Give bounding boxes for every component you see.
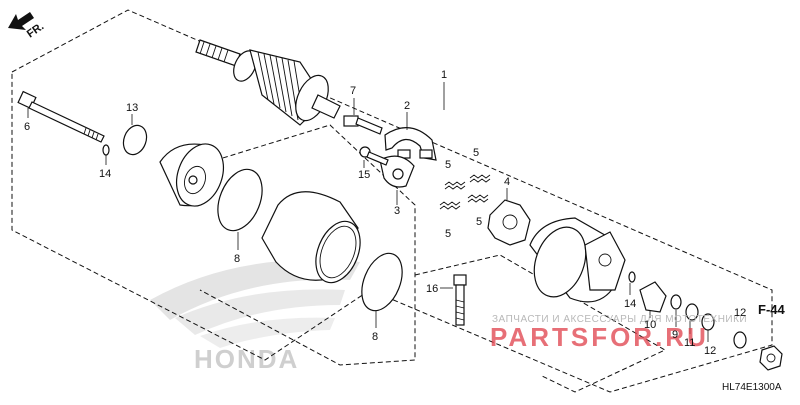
- honda-text-watermark: HONDA: [194, 344, 299, 374]
- callout-6: 6: [24, 121, 30, 133]
- callout-15: 15: [358, 169, 370, 181]
- washer-12b: [733, 331, 747, 349]
- callout-8-front: 8: [234, 253, 240, 265]
- callout-2: 2: [404, 100, 410, 112]
- callout-10: 10: [644, 319, 656, 331]
- o-ring-13: [122, 124, 148, 156]
- shop-watermark-line2: PARTSFOR.RU: [490, 322, 709, 352]
- callout-7: 7: [350, 85, 356, 97]
- o-ring-8-rear: [361, 252, 403, 312]
- front-cover: [159, 143, 224, 207]
- callout-5b: 5: [473, 147, 479, 159]
- callout-16: 16: [426, 283, 438, 295]
- callout-12a: 12: [704, 345, 716, 357]
- page-reference: F-44: [758, 302, 786, 317]
- callout-11: 11: [684, 337, 695, 349]
- callout-14-left: 14: [99, 168, 111, 180]
- callout-14-right: 14: [624, 298, 636, 310]
- callout-5a: 5: [445, 159, 451, 171]
- armature: [195, 39, 341, 126]
- front-direction-label: FR.: [25, 20, 46, 40]
- reference-nut-icon: [759, 345, 783, 371]
- screw-15: [359, 146, 389, 166]
- brush-terminal: [379, 155, 415, 188]
- rubber-damper: [487, 199, 531, 246]
- assembly-outline-yoke-group: [199, 124, 416, 366]
- callout-9: 9: [672, 329, 678, 341]
- o-ring-8-front: [217, 168, 263, 232]
- nut-11: [685, 303, 699, 321]
- through-bolt: [17, 90, 105, 143]
- assembly-outline-main: [11, 9, 773, 393]
- diagram-code: HL74E1300A: [722, 382, 782, 393]
- callout-8-rear: 8: [372, 331, 378, 343]
- callout-13: 13: [126, 102, 138, 114]
- washer-9: [670, 294, 682, 310]
- terminal-insulator: [639, 281, 667, 313]
- mounting-bolt: [453, 274, 467, 326]
- front-direction-arrow-icon: [8, 12, 34, 30]
- callout-12b: 12: [734, 307, 746, 319]
- callout-4: 4: [504, 176, 510, 188]
- brush-springs: [439, 174, 491, 210]
- starter-yoke: [261, 191, 361, 284]
- callout-1: 1: [441, 69, 447, 81]
- assembly-outline-housing-group: [414, 254, 667, 393]
- callout-3: 3: [394, 205, 400, 217]
- washer-14-left: [102, 144, 110, 156]
- brush-holder: [384, 127, 437, 161]
- terminal-bolt: [343, 115, 383, 135]
- shop-watermark-line1: ЗАПЧАСТИ И АКСЕССУАРЫ ДЛЯ МОТОТЕХНИКИ: [492, 314, 747, 325]
- callout-5d: 5: [476, 216, 482, 228]
- washer-14-right: [628, 271, 636, 283]
- callout-5c: 5: [445, 228, 451, 240]
- rear-housing: [529, 217, 626, 303]
